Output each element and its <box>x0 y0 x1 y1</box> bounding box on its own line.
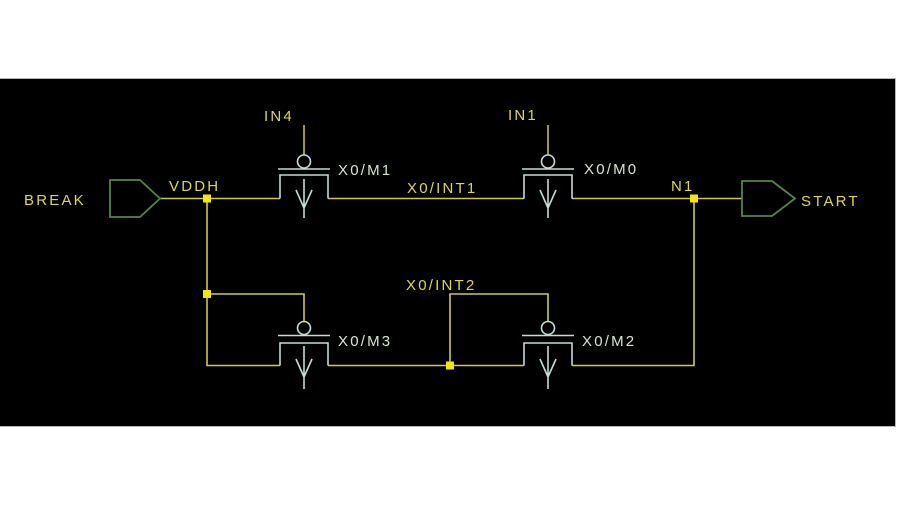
channel-body <box>523 174 573 199</box>
instance-label-m0[interactable]: X0/M0 <box>584 161 638 178</box>
pmos-transistor-m0[interactable] <box>522 154 574 218</box>
schematic-canvas[interactable]: BREAK VDDH IN4 IN1 X0/INT1 X0/INT2 N1 ST… <box>0 78 896 427</box>
instance-label-m3[interactable]: X0/M3 <box>338 333 392 350</box>
bulk-arrow-icon <box>539 346 557 389</box>
wire-m2-gate-branch[interactable] <box>449 293 549 366</box>
port-label-start[interactable]: START <box>801 193 860 210</box>
wire-m2-to-n1[interactable] <box>572 198 695 367</box>
instance-label-m2[interactable]: X0/M2 <box>582 333 636 350</box>
junction-vddh-lower[interactable] <box>203 290 211 298</box>
pmos-transistor-m3[interactable] <box>278 320 330 390</box>
gate-bubble-icon <box>296 320 312 336</box>
pmos-transistor-m1[interactable] <box>278 154 330 218</box>
gate-bubble-icon <box>540 154 556 169</box>
input-port-icon[interactable] <box>109 179 162 218</box>
gate-bubble-icon <box>540 320 556 336</box>
bulk-arrow-icon <box>539 179 557 218</box>
port-break[interactable] <box>109 179 162 218</box>
junction-n1[interactable] <box>690 194 698 203</box>
bulk-arrow-icon <box>295 179 313 218</box>
net-label-int2[interactable]: X0/INT2 <box>406 277 476 294</box>
junctions[interactable] <box>203 194 698 370</box>
output-port-icon[interactable] <box>741 180 797 217</box>
channel-body <box>279 342 329 366</box>
port-label-break[interactable]: BREAK <box>24 192 86 209</box>
gate-bubble-icon <box>296 154 312 169</box>
wire-m3-gate-branch[interactable] <box>207 293 305 322</box>
net-wires[interactable] <box>160 125 742 367</box>
net-label-n1[interactable]: N1 <box>671 178 695 195</box>
junction-int2[interactable] <box>446 361 454 370</box>
instance-label-m1[interactable]: X0/M1 <box>338 162 392 179</box>
junction-vddh[interactable] <box>203 194 211 203</box>
channel-body <box>523 342 573 366</box>
pmos-transistor-m2[interactable] <box>522 320 574 390</box>
wire-vddh-down[interactable] <box>206 198 280 367</box>
bulk-arrow-icon <box>295 346 313 389</box>
channel-body <box>279 174 329 199</box>
net-label-in4[interactable]: IN4 <box>264 108 294 125</box>
port-start[interactable] <box>741 180 797 217</box>
net-label-int1[interactable]: X0/INT1 <box>407 180 477 197</box>
net-label-in1[interactable]: IN1 <box>508 107 538 124</box>
net-label-vddh[interactable]: VDDH <box>169 178 220 195</box>
